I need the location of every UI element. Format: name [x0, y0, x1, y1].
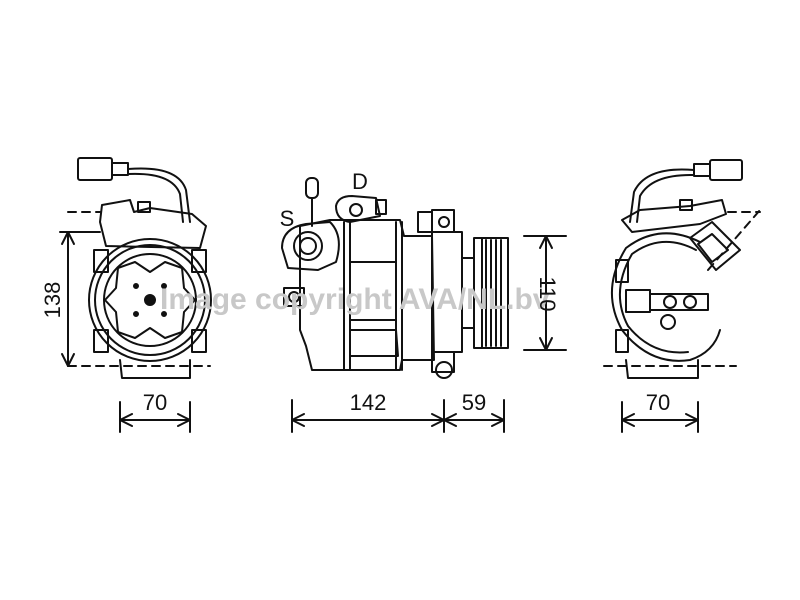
- side-view: [281, 177, 567, 433]
- side-height-label: 110: [535, 276, 560, 311]
- electrical-connector-right: [629, 159, 743, 223]
- dimension-height-side: [523, 235, 567, 351]
- dimension-width-left: [119, 401, 191, 433]
- dimension-length-side: [291, 399, 505, 433]
- front-view-left: [59, 157, 212, 433]
- compressor-body: [299, 219, 435, 371]
- rear-view-right: [603, 159, 761, 433]
- discharge-port: [335, 195, 387, 223]
- suction-label: S: [280, 206, 295, 231]
- suction-port: [281, 177, 340, 271]
- pulley-width-label: 59: [462, 390, 486, 415]
- side-length-label: 142: [350, 390, 387, 415]
- dimension-height-left: [59, 231, 101, 367]
- right-width-label: 70: [646, 390, 670, 415]
- clutch-plate-left: [88, 238, 212, 362]
- watermark-text: Image copyright AVA/NL.bv: [160, 283, 550, 316]
- dimension-width-right: [621, 401, 699, 433]
- pulley: [461, 237, 509, 349]
- discharge-label: D: [352, 169, 368, 194]
- electrical-connector-left: [77, 157, 191, 223]
- left-width-label: 70: [143, 390, 167, 415]
- left-height-label: 138: [40, 282, 65, 319]
